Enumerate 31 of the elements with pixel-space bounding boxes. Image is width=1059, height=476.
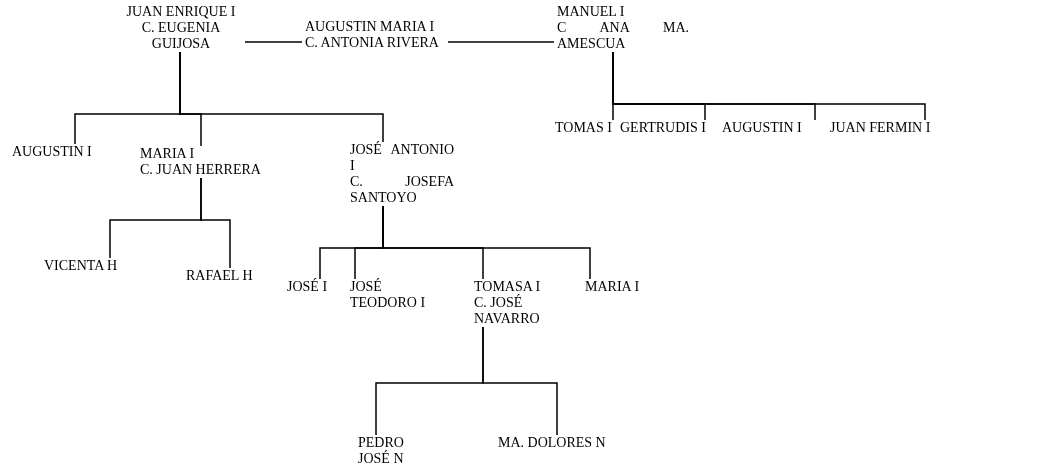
person-name: TOMASA I (474, 279, 542, 294)
person-name: AUGUSTIN MARIA I (305, 19, 436, 35)
person-name: MARIA I (585, 279, 641, 295)
person-name: MA. DOLORES N (498, 435, 607, 451)
connector-line (447, 41, 555, 43)
person-name: C. JOSÉ NAVARRO (474, 295, 541, 327)
person-name: GERTRUDIS I (620, 120, 707, 136)
person-name: RAFAEL H (186, 268, 254, 284)
person-name: MARIA I (140, 146, 196, 162)
person-name: PEDRO JOSÉ N (358, 435, 405, 467)
connector-line (200, 177, 231, 269)
person-name: TOMAS I (555, 120, 613, 136)
person-name: C. ANTONIA RIVERA (305, 35, 440, 51)
person-name: JUAN FERMIN I (830, 120, 932, 136)
connector-line (482, 326, 558, 436)
person-name: C. EUGENIA GUIJOSA (140, 20, 222, 52)
person-name: AUGUSTIN I (722, 120, 803, 136)
person-name: C. JUAN HERRERA (140, 162, 262, 178)
person-name: JOSÉ TEODORO I (350, 279, 427, 311)
person-name: JUAN ENRIQUE I (125, 4, 237, 20)
connector-line (382, 205, 591, 280)
person-name: JOSÉ ANTONIO I (350, 142, 454, 174)
person-name: VICENTA H (44, 258, 119, 274)
connector-line (244, 41, 303, 43)
connector-line (179, 51, 384, 143)
person-name: AUGUSTIN I (12, 144, 93, 160)
person-name: C ANA MA. AMESCUA (557, 20, 689, 52)
person-name: C. JOSEFA SANTOYO (350, 174, 454, 206)
connector-line (612, 51, 926, 121)
person-name: MANUEL I (557, 4, 626, 20)
person-name: JOSÉ I (287, 279, 329, 295)
